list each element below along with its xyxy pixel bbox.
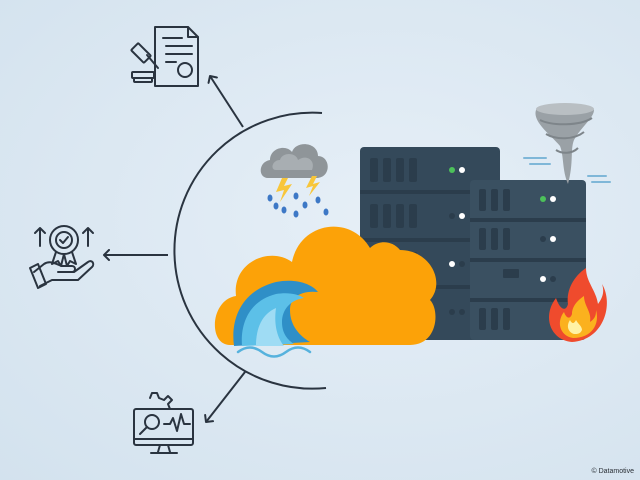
fire-icon	[549, 268, 607, 342]
quality-badge-hand-icon	[29, 225, 95, 289]
legal-document-gavel-icon	[130, 26, 199, 87]
storm-cloud-icon	[260, 144, 329, 218]
recovery-arc	[173, 111, 327, 390]
arrow-bottom	[204, 371, 246, 423]
tornado-icon	[523, 103, 611, 184]
wave-icon	[233, 280, 318, 358]
credit-text: © Datamotive	[591, 468, 634, 475]
monitor-analytics-icon	[133, 392, 194, 454]
arrow-top	[207, 75, 244, 128]
server-rack-front	[470, 180, 586, 340]
